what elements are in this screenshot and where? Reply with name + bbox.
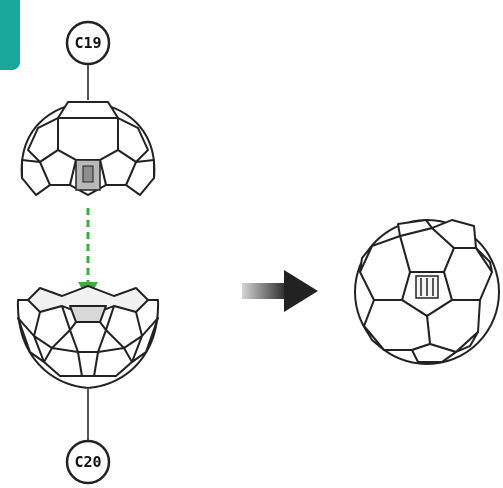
bottom-hemisphere-part <box>16 285 160 389</box>
c20-label: C20 <box>74 453 101 471</box>
top-hemisphere-part <box>20 101 156 196</box>
c19-label: C19 <box>74 34 101 52</box>
c19-callout-circle <box>65 20 111 66</box>
c20-callout-circle <box>65 439 111 485</box>
assembled-connector-peg <box>415 275 439 299</box>
top-connector-peg <box>75 159 101 191</box>
result-flow-arrow <box>242 270 318 312</box>
step-accent-tab <box>0 0 20 70</box>
